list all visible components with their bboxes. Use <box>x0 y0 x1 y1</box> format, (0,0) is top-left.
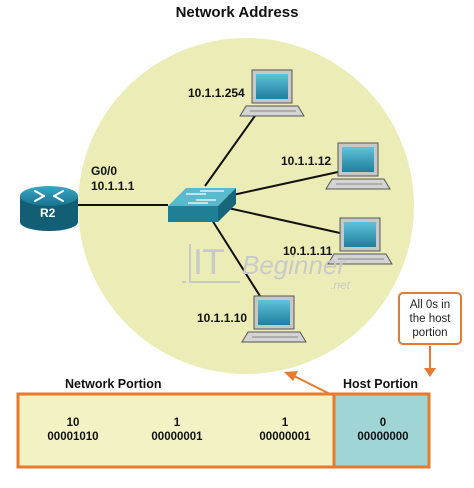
host-portion-label: Host Portion <box>343 377 418 391</box>
router-interface-label: G0/0 <box>91 164 118 178</box>
callout-arrow <box>424 346 436 377</box>
link-switch-host-1 <box>204 105 263 187</box>
callout-line-3: portion <box>412 327 448 339</box>
octet-cell-2: 1 00000001 <box>132 416 222 444</box>
octet-binary: 00000001 <box>151 431 203 443</box>
watermark-text-net: .net <box>330 278 351 292</box>
host-zero-callout: All 0s in the host portion <box>398 292 462 345</box>
network-portion-label: Network Portion <box>65 377 162 391</box>
router-ip-label: 10.1.1.1 <box>91 179 135 193</box>
switch-icon <box>168 188 236 222</box>
octet-binary: 00000001 <box>259 431 311 443</box>
pc-icon-2 <box>325 142 391 190</box>
diagram-title: Network Address <box>175 4 299 21</box>
watermark-text-it: IT <box>193 243 224 283</box>
host-ip-label-4: 10.1.1.10 <box>197 311 248 325</box>
octet-cell-1: 10 00001010 <box>28 416 118 444</box>
octet-decimal: 1 <box>173 417 181 429</box>
callout-line-2: the host <box>409 313 451 325</box>
callout-line-1: All 0s in <box>409 299 451 311</box>
network-links <box>78 105 341 297</box>
link-switch-host-2 <box>227 171 339 197</box>
host-ip-label-3: 10.1.1.11 <box>283 244 333 258</box>
host-portion-box <box>332 392 431 469</box>
network-portion-box <box>16 392 336 469</box>
network-pointer-arrow <box>284 371 331 395</box>
pc-icon-1 <box>239 69 305 117</box>
octet-cell-3: 1 00000001 <box>240 416 330 444</box>
octet-decimal: 1 <box>281 417 289 429</box>
octet-cell-4: 0 00000000 <box>338 416 428 444</box>
pc-icon-4 <box>241 295 307 343</box>
link-switch-host-3 <box>227 207 341 234</box>
watermark-logo <box>182 244 240 283</box>
host-ip-label-2: 10.1.1.12 <box>281 154 332 168</box>
network-circle <box>78 38 414 374</box>
octet-binary: 00001010 <box>47 431 99 443</box>
pc-icon-3 <box>327 217 393 265</box>
link-switch-host-4 <box>211 219 261 297</box>
octet-binary: 00000000 <box>357 431 409 443</box>
octet-decimal: 10 <box>66 417 80 429</box>
host-ip-label-1: 10.1.1.254 <box>188 86 245 100</box>
octet-decimal: 0 <box>379 417 387 429</box>
router-icon <box>20 186 78 231</box>
router-name-label: R2 <box>40 206 56 220</box>
watermark-text-beginner: Beginner <box>242 250 347 280</box>
